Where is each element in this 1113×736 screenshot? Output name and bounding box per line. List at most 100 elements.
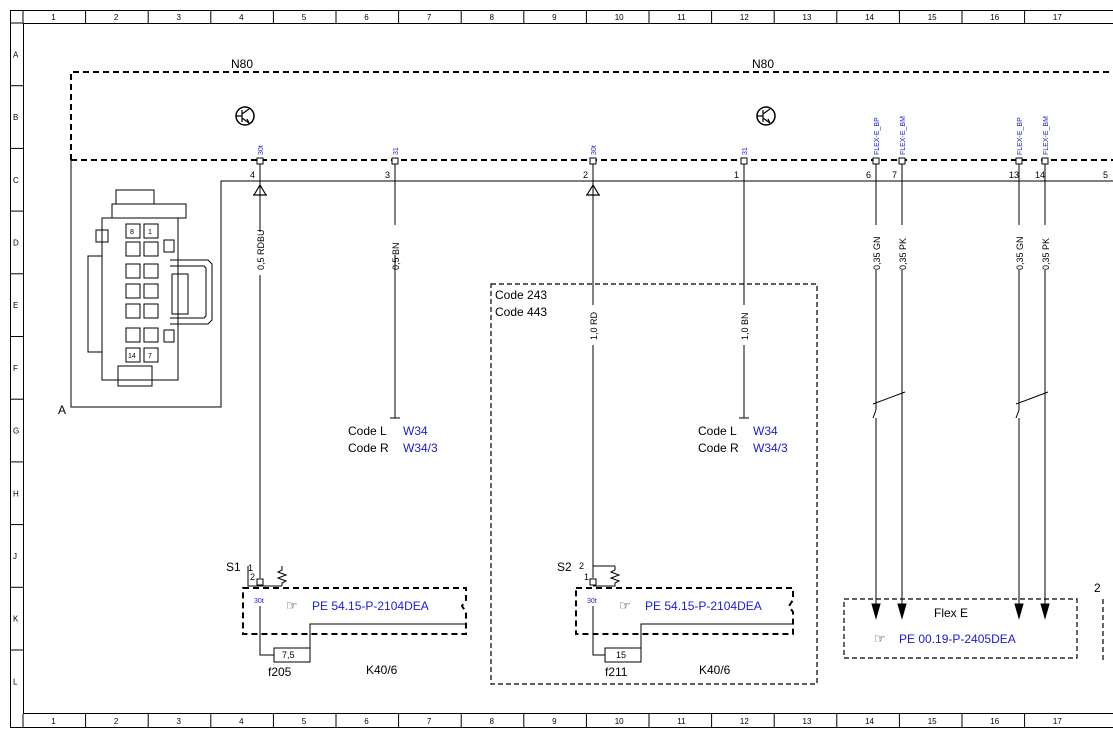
fuse-tag: 30t: [587, 598, 597, 605]
pin-number: 13: [1009, 170, 1019, 180]
module-label-right: N80: [752, 57, 774, 71]
terminal-tag: 31: [742, 147, 749, 155]
grid-row-label: G: [13, 427, 19, 436]
grid-column-label: 11: [677, 717, 686, 726]
ground-ref-r[interactable]: W34/3: [403, 441, 438, 455]
grid-column-label: 17: [1053, 13, 1062, 22]
terminal-7: 7 FLEX-E_BM 0,35 PK: [892, 116, 908, 270]
pointing-hand-icon: ☞: [286, 598, 298, 613]
ground-ref-r[interactable]: W34/3: [753, 441, 788, 455]
grid-column-label: 5: [302, 13, 307, 22]
grid-column-label: 11: [677, 13, 686, 22]
flex-box-title: Flex E: [934, 606, 968, 620]
grid-row-label: F: [13, 364, 18, 373]
grid-column-label: 7: [427, 717, 432, 726]
terminal-tag: FLEX-E_BM: [900, 116, 907, 155]
flex-box: [843, 598, 1078, 659]
grid-row-label: A: [13, 50, 19, 59]
grid-column-label: 16: [990, 717, 999, 726]
ground-code-r: Code R: [698, 441, 739, 455]
grid-row-label: L: [13, 677, 18, 686]
wire-label: 0,35 PK: [898, 238, 908, 270]
grid-column-label: 5: [302, 717, 307, 726]
pointing-hand-icon: ☞: [874, 631, 886, 646]
grid-column-label: 12: [740, 717, 749, 726]
switch-pin-2: 2: [579, 561, 584, 571]
switch-label: S2: [557, 560, 572, 574]
sheet-frame: [10, 10, 1113, 728]
grid-column-label: 13: [803, 717, 812, 726]
pin-number: 4: [250, 170, 255, 180]
fuse-block-s1: S1 1 2 30t ☞ PE 54.15-P-2104DEA 7,5 f205…: [226, 275, 467, 679]
fuse-label: f211: [605, 665, 628, 679]
fuse-block-ref[interactable]: PE 54.15-P-2104DEA: [312, 599, 429, 613]
ground-code-l: Code L: [348, 424, 387, 438]
grid-column-label: 14: [865, 13, 874, 22]
resistor-icon: [593, 566, 621, 587]
ground-icon: [252, 183, 268, 196]
grid-column-label: 14: [865, 717, 874, 726]
grid-row-label: E: [13, 301, 18, 310]
wire-label: 0,5 RDBU: [256, 229, 266, 270]
grid-column-label: 6: [364, 717, 369, 726]
grid-column-label: 9: [552, 717, 557, 726]
relay-label: K40/6: [699, 663, 731, 677]
ground-ref-l[interactable]: W34: [403, 424, 428, 438]
grid-column-label: 1: [51, 13, 56, 22]
grid-column-label: 15: [928, 717, 937, 726]
fuse-tag: 30t: [254, 598, 264, 605]
ground-ref-right: Code L W34 Code R W34/3: [698, 345, 788, 455]
wire-label: 0,35 GN: [1015, 236, 1025, 270]
fuse-icon: [273, 647, 311, 663]
grid-column-label: 3: [177, 13, 182, 22]
grid-row-label: J: [13, 552, 17, 561]
switch-pin: 1: [584, 572, 589, 582]
grid-row-label: K: [13, 615, 19, 624]
relay-label: K40/6: [366, 663, 398, 677]
code-box-line2: Code 443: [495, 305, 547, 319]
wire-label: 0,35 GN: [872, 236, 882, 270]
connector-label: A: [58, 403, 66, 417]
code-box-line1: Code 243: [495, 288, 547, 302]
fuse-value: 15: [616, 650, 626, 660]
fuse-block-ref[interactable]: PE 54.15-P-2104DEA: [645, 599, 762, 613]
connector-drawing: 8 1 14 7: [87, 189, 213, 387]
grid-column-label: 8: [490, 13, 495, 22]
wire-label: 0,35 PK: [1041, 238, 1051, 270]
connector-pin-label: 7: [148, 353, 152, 360]
connector-outline: [70, 160, 1113, 408]
ground-icon: [585, 183, 601, 196]
grid-column-label: 17: [1053, 717, 1062, 726]
grid-column-label: 16: [990, 13, 999, 22]
terminal-tag: 31: [393, 147, 400, 155]
pointing-hand-icon: ☞: [619, 598, 631, 613]
pin-number: 5: [1103, 170, 1108, 180]
ground-code-r: Code R: [348, 441, 389, 455]
resistor-icon: [276, 566, 288, 586]
connector-pin-label: 1: [148, 229, 152, 236]
terminal-5: 5: [1103, 170, 1108, 180]
grid-column-label: 9: [552, 13, 557, 22]
grid-row-label: H: [13, 489, 19, 498]
grid-column-label: 3: [177, 717, 182, 726]
wire-label: 1,0 BN: [740, 312, 750, 340]
switch-pin-2: 2: [250, 572, 255, 582]
sheet-inner-frame: [23, 23, 1113, 714]
grid-row-label: C: [13, 176, 19, 185]
grid-row-label: B: [13, 113, 18, 122]
grid-column-label: 4: [239, 13, 244, 22]
grid-column-label: 7: [427, 13, 432, 22]
flex-box-ref[interactable]: PE 00.19-P-2405DEA: [899, 632, 1016, 646]
grid-column-label: 10: [615, 717, 624, 726]
ground-ref-l[interactable]: W34: [753, 424, 778, 438]
fuse-icon: [604, 647, 642, 663]
pin-number: 7: [892, 170, 897, 180]
wire-label: 0,5 BN: [391, 242, 401, 270]
